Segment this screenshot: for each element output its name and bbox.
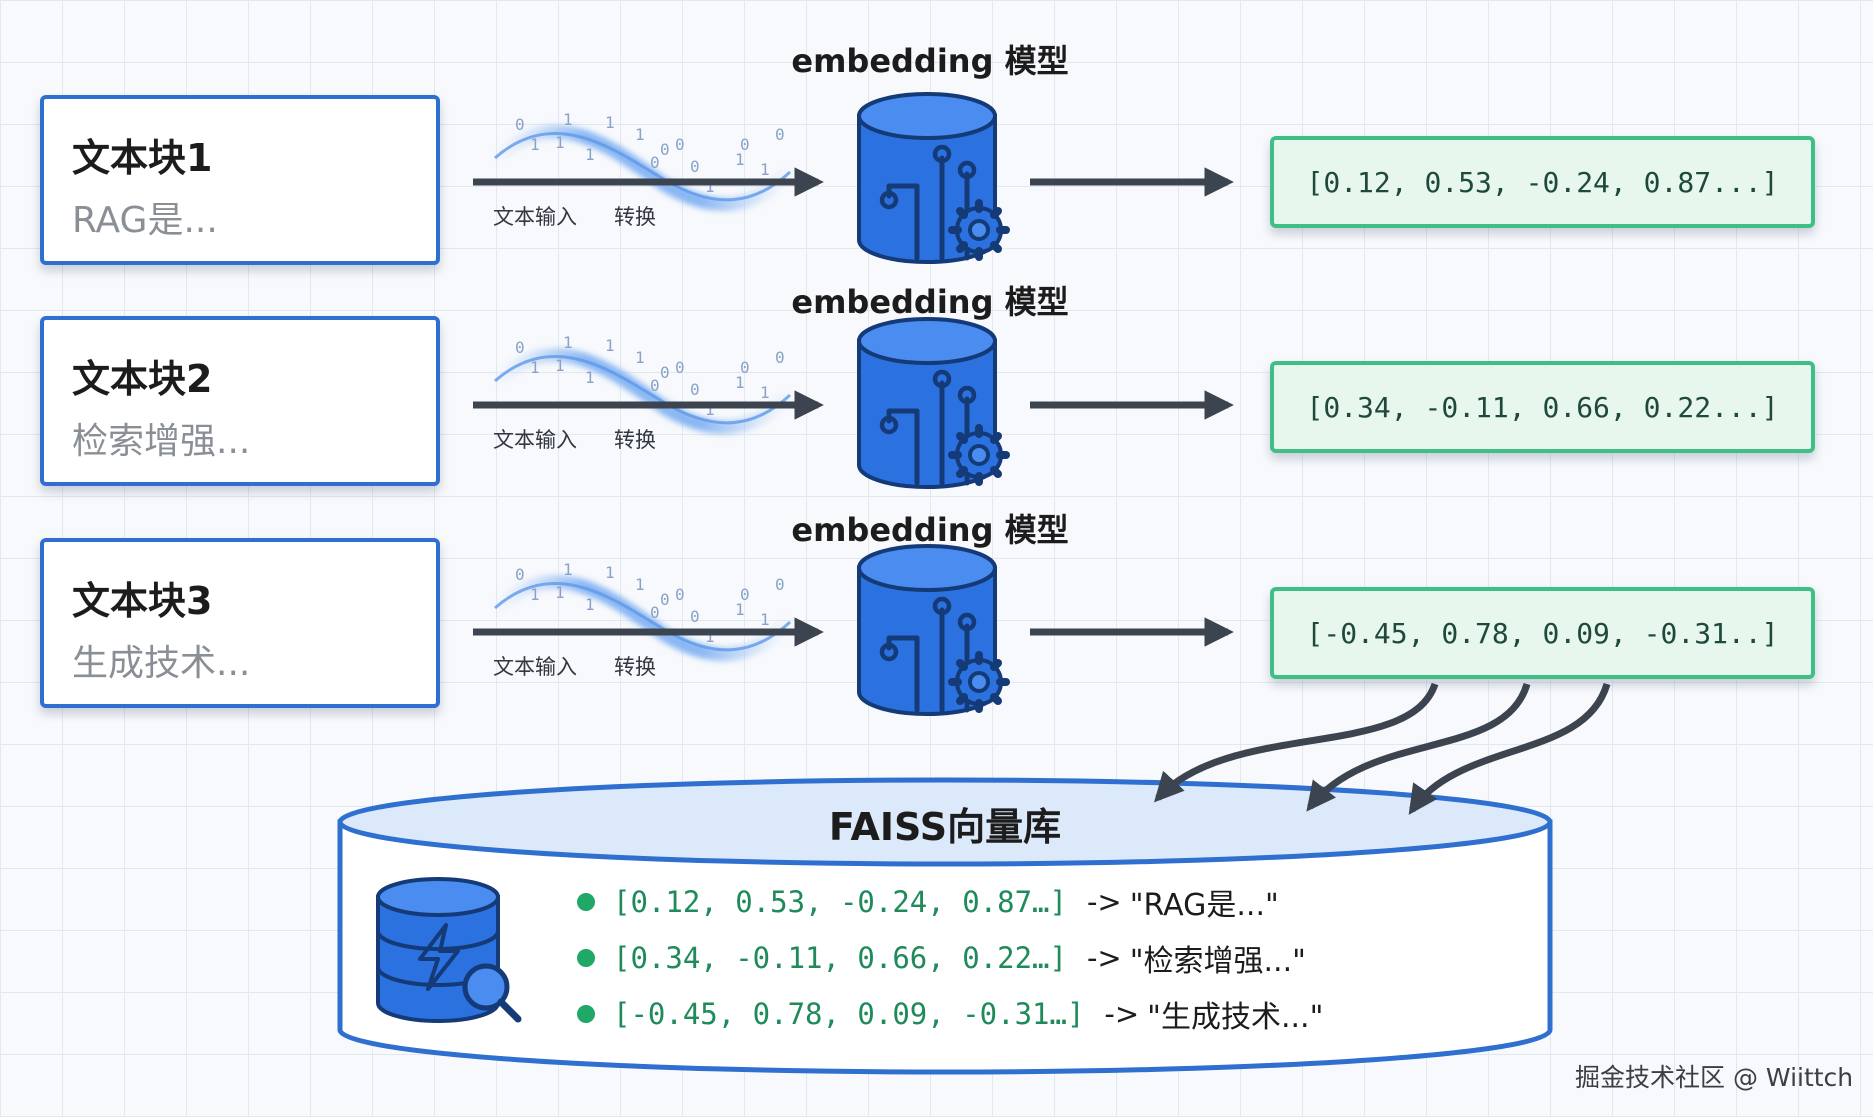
binary-digit: 0	[660, 590, 670, 609]
binary-digit: 1	[735, 150, 745, 169]
store-entry-text: "检索增强..."	[1129, 944, 1306, 979]
binary-digit: 0	[675, 585, 685, 604]
binary-digit: 1	[760, 610, 770, 629]
binary-digit: 0	[775, 125, 785, 144]
store-arrow-2	[1306, 682, 1531, 812]
store-entry-vector: [-0.45, 0.78, 0.09, -0.31…]	[613, 997, 1085, 1031]
bullet-dot	[577, 949, 595, 967]
text-block-snippet: 生成技术...	[72, 643, 251, 684]
store-entry-vector: [0.34, -0.11, 0.66, 0.22…]	[613, 941, 1067, 975]
binary-digit: 1	[530, 585, 540, 604]
store-entry-arrow: ->	[1086, 941, 1122, 975]
text-input-label: 文本输入	[493, 205, 577, 229]
binary-digit: 0	[740, 135, 750, 154]
store-entry-vector: [0.12, 0.53, -0.24, 0.87…]	[613, 885, 1067, 919]
binary-digit: 0	[690, 607, 700, 626]
convert-label: 转换	[614, 655, 656, 679]
faiss-store-title: FAISS向量库	[828, 805, 1062, 849]
binary-digit: 1	[635, 575, 645, 594]
text-block-3: 文本块3 生成技术...	[40, 538, 440, 708]
binary-digit: 1	[555, 583, 565, 602]
embedding-model-icon	[859, 319, 1006, 487]
bullet-dot	[577, 893, 595, 911]
binary-digit: 0	[690, 380, 700, 399]
store-entry-1: [0.12, 0.53, -0.24, 0.87…] -> "RAG是..."	[577, 880, 1279, 924]
vector-output-2: [0.34, -0.11, 0.66, 0.22...]	[1270, 361, 1815, 453]
text-input-label: 文本输入	[493, 428, 577, 452]
store-entry-text: "生成技术..."	[1147, 1000, 1324, 1035]
convert-label: 转换	[614, 205, 656, 229]
binary-digit: 0	[650, 603, 660, 622]
text-input-label: 文本输入	[493, 655, 577, 679]
embedding-model-icon	[859, 546, 1006, 714]
binary-digit: 0	[650, 376, 660, 395]
binary-digit: 1	[705, 400, 715, 419]
binary-digit: 1	[735, 373, 745, 392]
binary-digit: 1	[563, 110, 573, 129]
binary-digit: 0	[675, 358, 685, 377]
binary-digit: 0	[740, 585, 750, 604]
binary-digit: 1	[760, 160, 770, 179]
embedding-model-label: embedding 模型	[791, 511, 1069, 549]
binary-digit: 0	[660, 363, 670, 382]
binary-digit: 1	[705, 627, 715, 646]
text-block-snippet: 检索增强...	[72, 421, 251, 462]
store-entry-arrow: ->	[1104, 997, 1140, 1031]
vector-output-1: [0.12, 0.53, -0.24, 0.87...]	[1270, 136, 1815, 228]
binary-digit: 1	[585, 595, 595, 614]
text-block-1: 文本块1 RAG是...	[40, 95, 440, 265]
binary-digit: 1	[585, 368, 595, 387]
embedding-model-label: embedding 模型	[791, 42, 1069, 80]
text-block-title: 文本块1	[72, 136, 213, 180]
vector-output-3: [-0.45, 0.78, 0.09, -0.31..]	[1270, 587, 1815, 679]
store-entry-arrow: ->	[1086, 885, 1122, 919]
binary-digit: 0	[515, 338, 525, 357]
embedding-model-icon	[859, 94, 1006, 262]
bullet-dot	[577, 1005, 595, 1023]
binary-digit: 0	[775, 575, 785, 594]
binary-digit: 0	[515, 115, 525, 134]
binary-digit: 0	[650, 153, 660, 172]
store-arrow-3	[1408, 682, 1611, 815]
binary-digit: 0	[740, 358, 750, 377]
binary-digit: 1	[563, 333, 573, 352]
text-block-title: 文本块3	[72, 579, 213, 623]
store-entry-2: [0.34, -0.11, 0.66, 0.22…] -> "检索增强..."	[577, 936, 1306, 980]
binary-digit: 0	[690, 157, 700, 176]
text-block-title: 文本块2	[72, 357, 213, 401]
binary-digit: 1	[605, 113, 615, 132]
binary-digit: 1	[563, 560, 573, 579]
store-entry-3: [-0.45, 0.78, 0.09, -0.31…] -> "生成技术..."	[577, 992, 1323, 1036]
binary-digit: 0	[660, 140, 670, 159]
binary-digit: 1	[605, 336, 615, 355]
store-entry-text: "RAG是..."	[1129, 888, 1279, 923]
text-block-2: 文本块2 检索增强...	[40, 316, 440, 486]
binary-digit: 1	[705, 177, 715, 196]
binary-digit: 1	[735, 600, 745, 619]
binary-digit: 1	[530, 135, 540, 154]
binary-digit: 1	[760, 383, 770, 402]
binary-digit: 1	[555, 356, 565, 375]
binary-digit: 1	[635, 125, 645, 144]
binary-digit: 0	[515, 565, 525, 584]
faiss-store-cylinder	[337, 777, 1553, 1075]
binary-digit: 0	[775, 348, 785, 367]
binary-digit: 1	[530, 358, 540, 377]
binary-digit: 1	[555, 133, 565, 152]
database-search-icon	[376, 877, 522, 1023]
convert-label: 转换	[614, 428, 656, 452]
store-arrow-1	[1154, 682, 1439, 803]
binary-digit: 0	[675, 135, 685, 154]
binary-digit: 1	[585, 145, 595, 164]
binary-digit: 1	[605, 563, 615, 582]
binary-digit: 1	[635, 348, 645, 367]
text-block-snippet: RAG是...	[72, 200, 218, 241]
embedding-model-label: embedding 模型	[791, 283, 1069, 321]
watermark: 掘金技术社区 @ Wiittch	[1575, 1063, 1854, 1092]
